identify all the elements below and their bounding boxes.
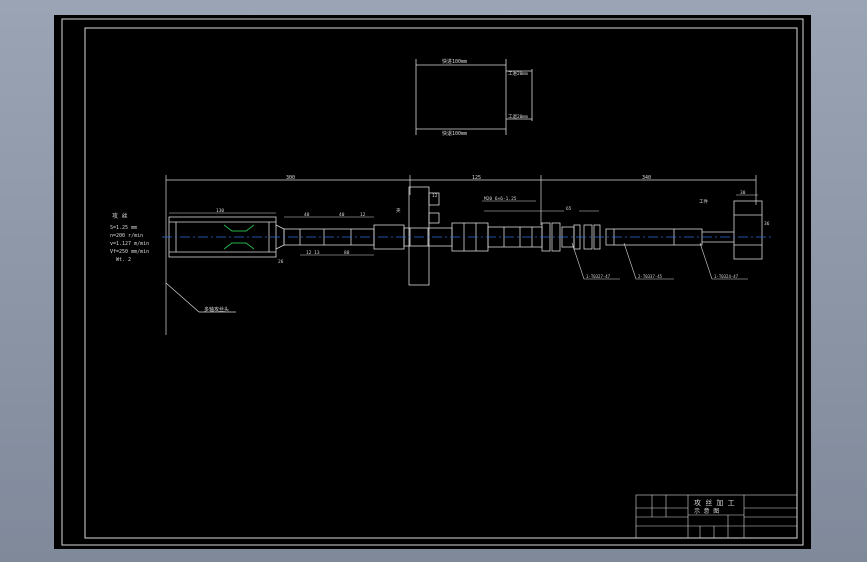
spindle-assembly xyxy=(168,186,763,286)
drawing-sheet: 快进100mm 快退100mm 工进20mm 工退20mm 300 125 34… xyxy=(54,15,811,549)
thread-callout: M20 6×6-1.25 xyxy=(484,196,517,202)
dim-12b: 12 xyxy=(432,193,438,199)
note-label-r2: 工退20mm xyxy=(508,113,528,120)
inner-border xyxy=(84,27,798,539)
drawing-canvas: 快进100mm 快退100mm 工进20mm 工退20mm 300 125 34… xyxy=(61,18,804,546)
fixture-mark: 夹 xyxy=(396,207,401,214)
dim-overall-right: 340 xyxy=(642,175,651,181)
dim-88: 88 xyxy=(344,250,350,256)
note-label-r1: 工进20mm xyxy=(508,70,528,77)
part-label-2: 2-T0337-45 xyxy=(638,274,663,279)
dim-12a: 12 xyxy=(360,212,366,218)
params-line-2: n=200 r/min xyxy=(110,233,143,239)
params-line-5: Wt. 2 xyxy=(116,257,131,263)
params-title: 攻 丝 xyxy=(112,212,128,220)
params-line-1: S=1.25 mm xyxy=(110,225,137,231)
collet-highlight xyxy=(223,224,255,250)
part-label-3: 1-T0324-47 xyxy=(714,274,739,279)
dim-26: 26 xyxy=(278,259,284,265)
title-name: 攻 丝 加 工 xyxy=(694,498,735,507)
dim-65: 65 xyxy=(566,206,572,212)
outer-border xyxy=(61,18,804,546)
dim-overall-mid: 125 xyxy=(472,175,481,181)
params-line-3: v=1.127 m/min xyxy=(110,241,149,247)
dim-130: 130 xyxy=(216,208,224,214)
params-line-4: Vf=250 mm/min xyxy=(110,249,149,255)
dim-12-13: 12 13 xyxy=(306,250,320,256)
part-label-1: 1-T0327-47 xyxy=(586,274,611,279)
dim-30: 30 xyxy=(740,190,746,196)
dim-36: 36 xyxy=(764,221,770,227)
collet-leader xyxy=(165,282,200,313)
note-label-bottom: 快退100mm xyxy=(442,130,467,137)
stroke-note xyxy=(415,59,533,135)
dim-40: 40 xyxy=(339,212,345,218)
section-dimensions xyxy=(169,194,758,256)
dim-48: 48 xyxy=(304,212,310,218)
overall-dimension xyxy=(165,175,757,335)
collet-label: 多轴攻丝头 xyxy=(204,306,229,313)
workpiece-label: 工件 xyxy=(699,198,708,205)
title-block xyxy=(635,494,798,539)
dim-overall-left: 300 xyxy=(286,175,295,181)
part-leaders xyxy=(571,242,748,280)
title-subname: 示 意 图 xyxy=(694,507,719,515)
note-label-top: 快进100mm xyxy=(442,58,467,65)
